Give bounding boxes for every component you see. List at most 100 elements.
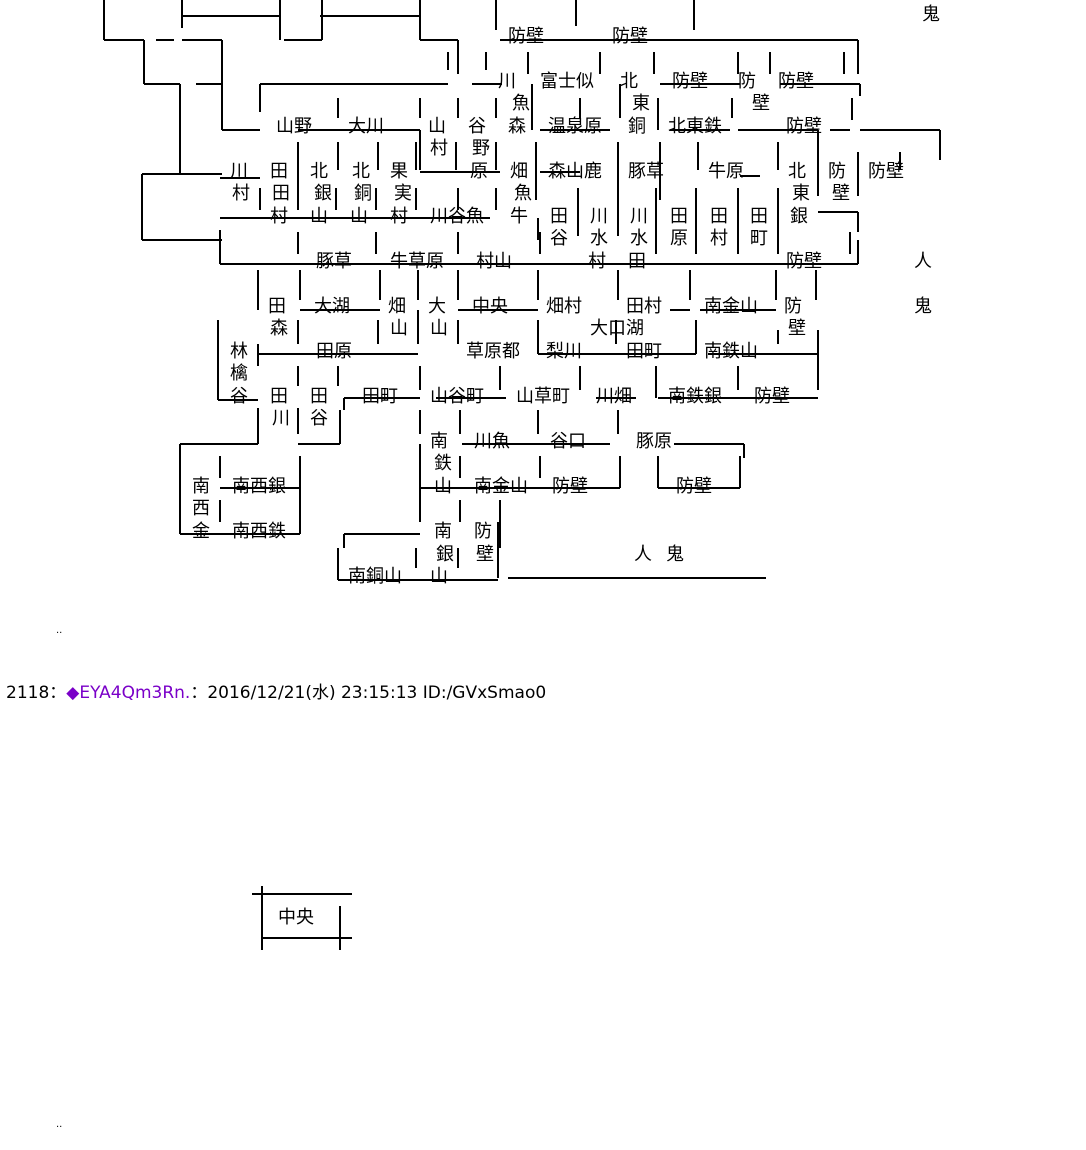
map-label: 水: [590, 228, 608, 249]
map-label: 牛草原: [390, 251, 444, 272]
map-label: 谷: [230, 386, 248, 407]
map-label: 防壁: [676, 476, 712, 497]
map-label: 南鉄銀: [668, 386, 722, 407]
post-header: 2118：◆EYA4Qm3Rn.：2016/12/21(水) 23:15:13 …: [6, 682, 546, 704]
map-label: 西: [192, 498, 210, 519]
map-label: 山野: [276, 116, 312, 137]
map-label: 壁: [476, 544, 494, 565]
map-label: 銅: [354, 183, 372, 204]
map-label: 田: [670, 206, 688, 227]
map-label: 南西鉄: [232, 521, 286, 542]
map-label: 東: [792, 183, 810, 204]
map-label: 豚草: [628, 161, 664, 182]
map-borders: [103, 0, 941, 581]
map-label: 大川: [348, 116, 384, 137]
map-label: 田: [550, 206, 568, 227]
map-label: 林: [230, 341, 248, 362]
map-label: 梨川: [546, 341, 582, 362]
map-label: 谷: [550, 228, 568, 249]
map-label: 南銅山: [348, 566, 402, 587]
poster-trip: ◆EYA4Qm3Rn.: [66, 683, 191, 703]
map-label: 鬼: [914, 296, 932, 317]
map-label: 東: [632, 93, 650, 114]
map-label: 谷: [468, 116, 486, 137]
map-label: 大湖: [314, 296, 350, 317]
inset-label: 中央: [278, 907, 314, 928]
map-label: 田村: [626, 296, 662, 317]
map-label: 村: [232, 183, 250, 204]
map-label: 防壁: [508, 26, 544, 47]
map-label: 畑: [510, 161, 528, 182]
map-label: 防壁: [786, 251, 822, 272]
map-label: 草原都: [466, 341, 520, 362]
map-label: 南: [434, 521, 452, 542]
map-label: 銀: [314, 183, 332, 204]
map-label: 村: [390, 206, 408, 227]
map-label: 北東鉄: [668, 116, 722, 137]
map-label: 山谷町: [430, 386, 484, 407]
map-label: 北: [310, 161, 328, 182]
map-label: 田: [268, 296, 286, 317]
map-label: 村: [270, 206, 288, 227]
map-label: 山: [434, 476, 452, 497]
map-label: 檎: [230, 363, 248, 384]
inset-box: [252, 886, 352, 950]
map-label: 森山鹿: [548, 161, 602, 182]
map-label: 田: [750, 206, 768, 227]
map-label: 山: [390, 318, 408, 339]
map-label: 大: [428, 296, 446, 317]
map-label: 温泉原: [548, 116, 602, 137]
map-label: 原: [470, 161, 488, 182]
map-label: 防: [828, 161, 846, 182]
map-label: 田町: [626, 341, 662, 362]
map-label: 人: [634, 544, 652, 565]
post-separator: ：: [49, 683, 67, 703]
map-label: 南鉄山: [704, 341, 758, 362]
map-label: 野: [472, 138, 490, 159]
ellipsis-top: ..: [56, 625, 63, 636]
map-label: 川谷魚: [430, 206, 484, 227]
map-label: 川: [230, 161, 248, 182]
map-label: 魚: [512, 93, 530, 114]
map-label: 実: [394, 183, 412, 204]
map-label: 壁: [788, 318, 806, 339]
map-label: 南: [430, 431, 448, 452]
map-label: 北: [788, 161, 806, 182]
map-label: 牛原: [708, 161, 744, 182]
map-label: 魚: [514, 183, 532, 204]
map-label: 谷口: [550, 431, 586, 452]
map-label: 豚草: [316, 251, 352, 272]
map-label: 南西銀: [232, 476, 286, 497]
map-label: 大口湖: [590, 318, 644, 339]
map-label: 川魚: [474, 431, 510, 452]
map-label: 銅: [628, 116, 646, 137]
map-label: 川: [272, 408, 290, 429]
post-number: 2118: [6, 683, 50, 703]
map-label: 村: [588, 251, 606, 272]
map-label: 山: [310, 206, 328, 227]
map-label: 川畑: [596, 386, 632, 407]
map-label: 壁: [752, 93, 770, 114]
map-label: 山: [430, 318, 448, 339]
map-label: 川: [630, 206, 648, 227]
map-label: 森: [270, 318, 288, 339]
map-label: 田: [270, 161, 288, 182]
map-label: 森: [508, 116, 526, 137]
map-label: 山: [430, 566, 448, 587]
map-label: 田原: [316, 341, 352, 362]
map-label: 防壁: [754, 386, 790, 407]
map-label: 山草町: [516, 386, 570, 407]
map-label: 金: [192, 521, 210, 542]
map-label: 防: [738, 71, 756, 92]
map-label: 田: [272, 183, 290, 204]
map-label: 村: [430, 138, 448, 159]
map-labels: 防壁防壁鬼川富士似北防壁防防壁魚東壁山野大川山谷森温泉原銅北東鉄防壁村野川田北北…: [192, 4, 940, 587]
map-label: 畑: [388, 296, 406, 317]
map-label: 防壁: [552, 476, 588, 497]
map-label: 壁: [832, 183, 850, 204]
map-label: 防壁: [868, 161, 904, 182]
map-label: 富士似: [540, 71, 594, 92]
map-label: 豚原: [636, 431, 672, 452]
map-label: 田: [310, 386, 328, 407]
map-label: 川: [590, 206, 608, 227]
